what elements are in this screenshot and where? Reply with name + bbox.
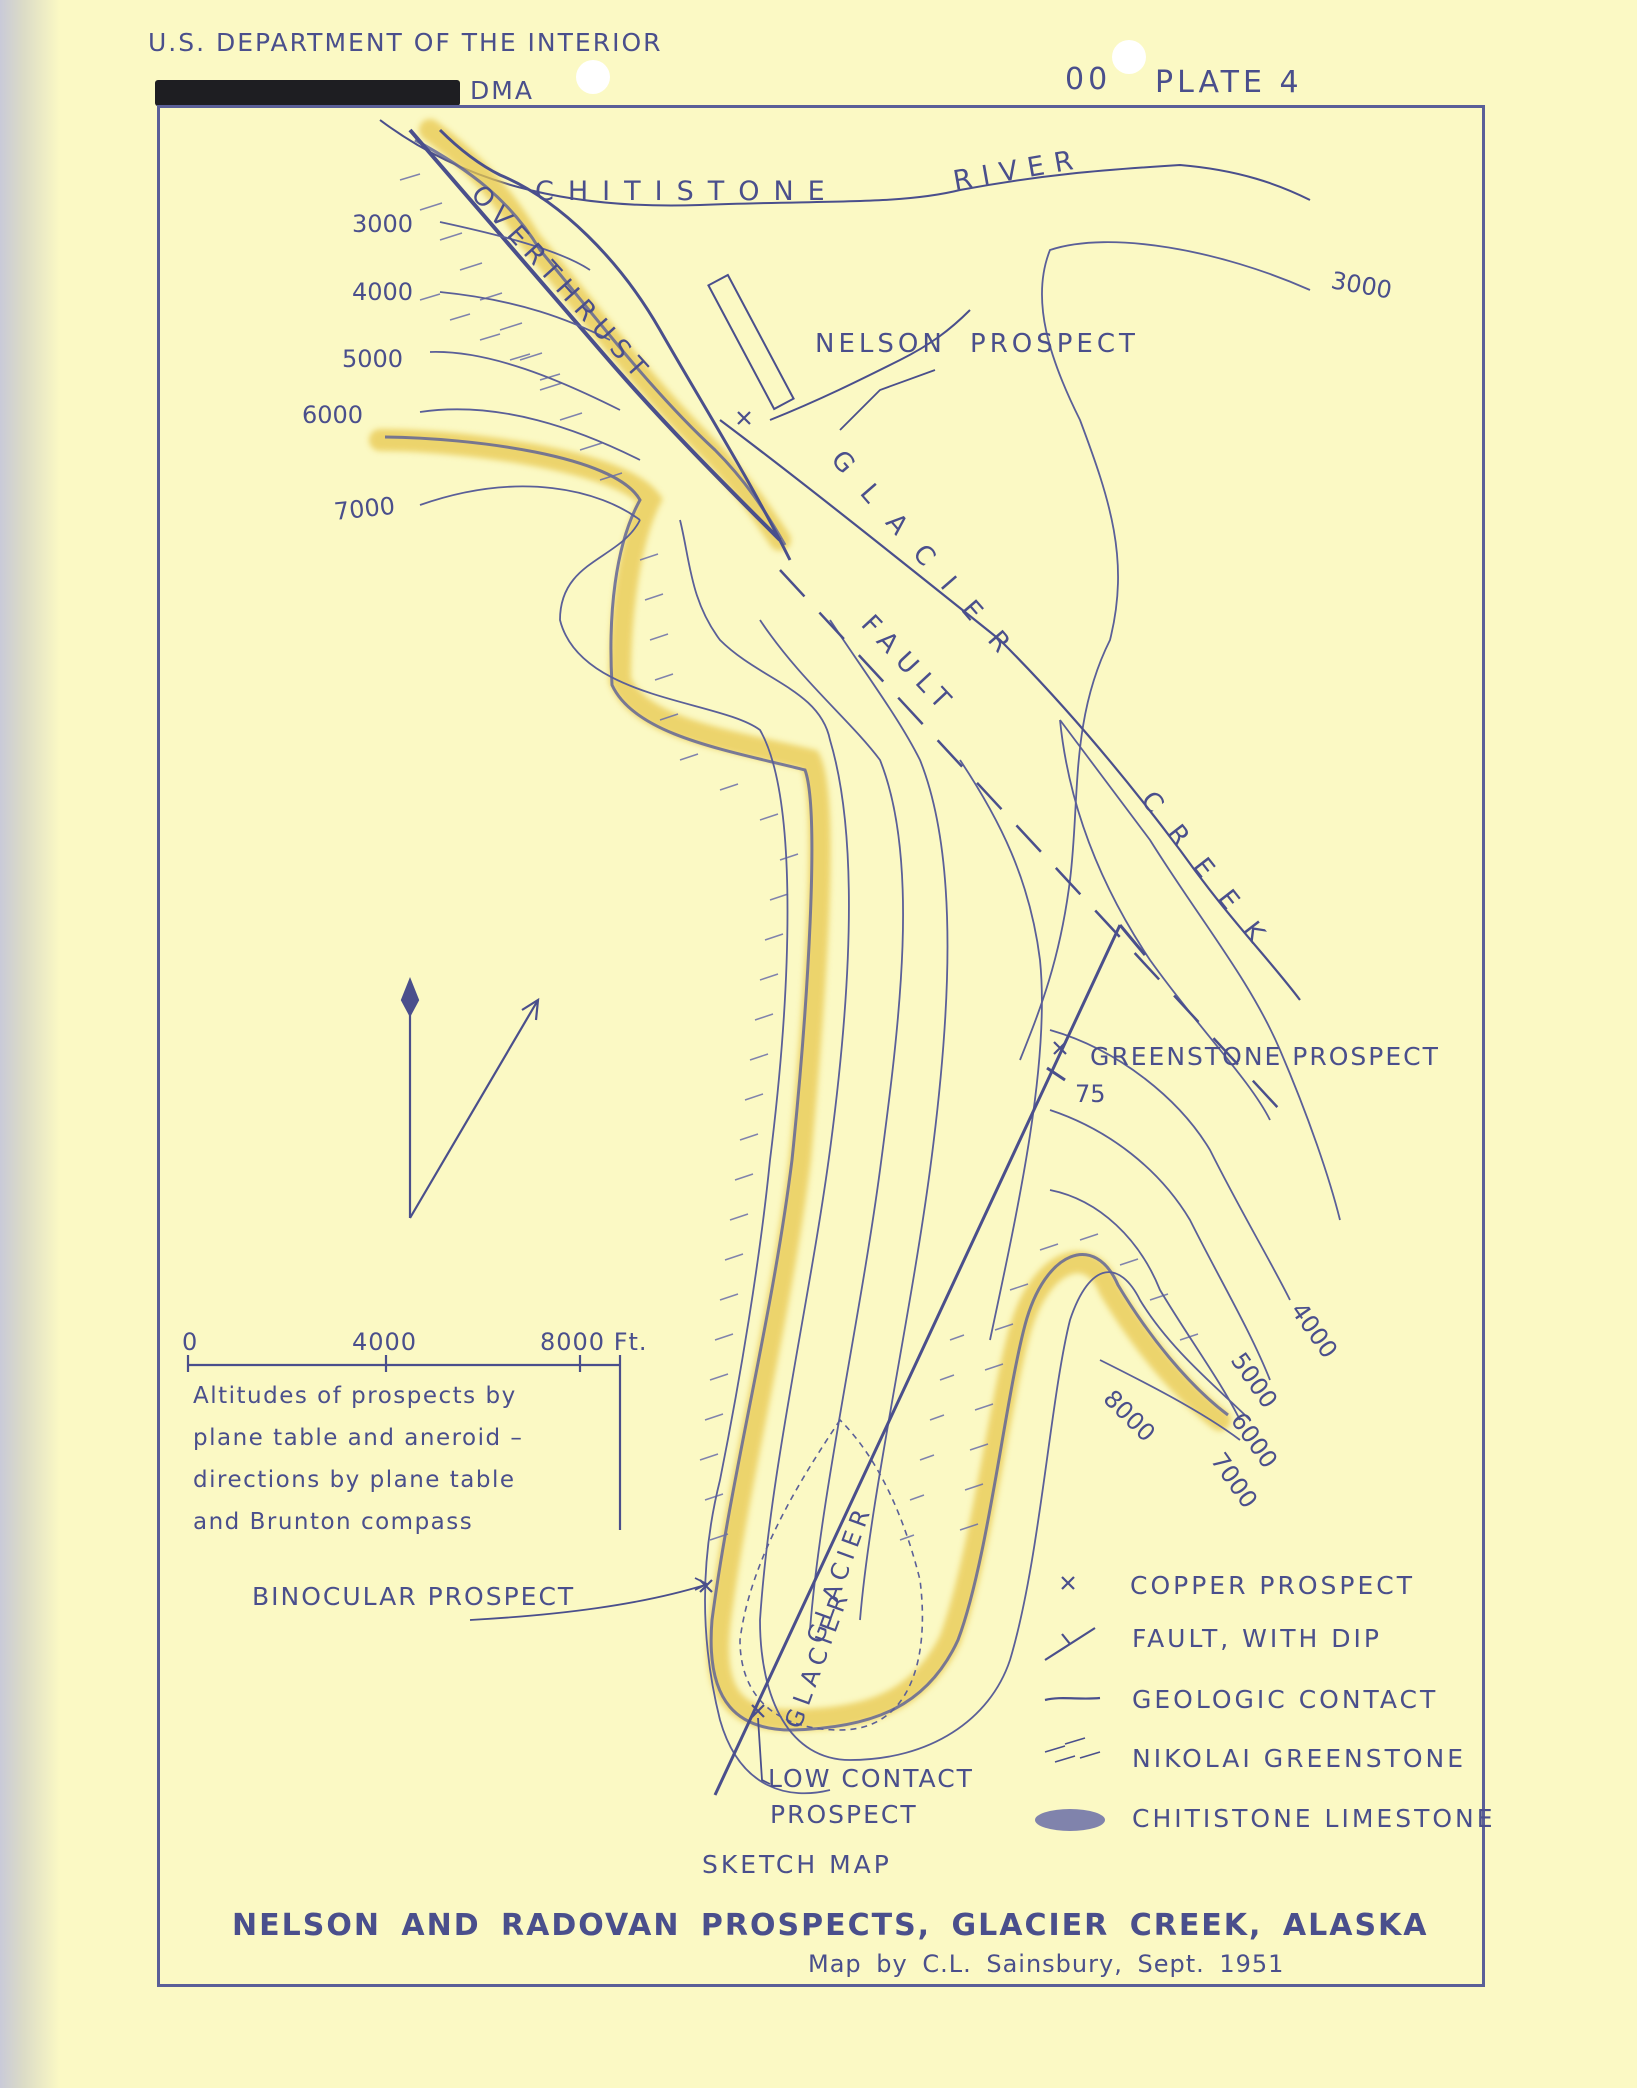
- label-nelson-prospect: NELSON PROSPECT: [815, 329, 1139, 359]
- binocular-arrowhead: [694, 1577, 710, 1591]
- overthrust-ridge: [438, 128, 792, 561]
- main-fault-with-dip: [713, 924, 1147, 1796]
- map-credit: Map by C.L. Sainsbury, Sept. 1951: [808, 1950, 1284, 1978]
- nelson-prospect-adit: [707, 273, 795, 411]
- note-line-4: and Brunton compass: [193, 1509, 474, 1535]
- note-line-3: directions by plane table: [193, 1467, 516, 1493]
- nikolai-greenstone-hachures: [399, 173, 1199, 1541]
- nelson-prospect-leader: [839, 369, 936, 431]
- label-low-contact: LOW CONTACT: [768, 1764, 974, 1793]
- label-dip-75: 75: [1075, 1080, 1106, 1108]
- legend-label-greenstone: NIKOLAI GREENSTONE: [1132, 1744, 1466, 1773]
- plate-label: PLATE 4: [1155, 65, 1303, 100]
- legend-limestone-icon: [1035, 1809, 1105, 1831]
- dma-label: DMA: [470, 76, 534, 105]
- scale-bar: [186, 1355, 622, 1530]
- label-river: RIVER: [951, 144, 1085, 197]
- contour-lines: [419, 221, 1341, 1795]
- copper-prospect-marks: [699, 411, 1067, 1718]
- contour-label-3000-right: 3000: [1329, 266, 1394, 304]
- contour-label-6000-left: 6000: [302, 401, 363, 429]
- contour-label-4000-left: 4000: [352, 278, 413, 306]
- glacier-creek: [719, 419, 1301, 1001]
- punch-hole-right: [1112, 40, 1146, 74]
- plate-prefix: 00: [1065, 62, 1112, 97]
- legend-symbols: [1044, 1576, 1101, 1763]
- note-line-1: Altitudes of prospects by: [193, 1383, 517, 1409]
- scan-edge-shadow: [0, 0, 60, 2088]
- legend-copper-prospect-icon: [1061, 1576, 1075, 1590]
- agency-header: U.S. DEPARTMENT OF THE INTERIOR: [148, 28, 663, 57]
- legend-fault-icon: [1044, 1627, 1096, 1661]
- label-chitistone: CHITISTONE: [535, 176, 839, 207]
- legend-label-fault: FAULT, WITH DIP: [1132, 1624, 1382, 1653]
- binocular-leader: [469, 1584, 706, 1621]
- magnetic-north-head: [521, 997, 540, 1021]
- magnetic-north-line: [409, 999, 539, 1219]
- scale-label-0: 0: [182, 1328, 197, 1356]
- contour-label-5000-left: 5000: [342, 345, 403, 373]
- label-sketch-map: SKETCH MAP: [702, 1850, 892, 1879]
- chitistone-river: [379, 119, 1311, 207]
- true-north-head: [400, 977, 420, 1018]
- scale-label-4000: 4000: [352, 1328, 417, 1356]
- label-glacier-creek-2: CREEK: [1134, 786, 1285, 967]
- label-greenstone-prospect: GREENSTONE PROSPECT: [1090, 1042, 1440, 1071]
- nelson-x-mark: [737, 411, 751, 425]
- scale-label-8000: 8000 Ft.: [540, 1328, 648, 1356]
- map-frame: [157, 105, 1485, 1987]
- limestone-outline: [384, 138, 1229, 1732]
- legend-label-limestone: CHITISTONE LIMESTONE: [1132, 1804, 1496, 1833]
- label-glacier-creek-1: GLACIER: [825, 445, 1032, 677]
- contour-label-7000-left: 7000: [333, 492, 397, 526]
- glacier-fault-dashed: [779, 569, 1281, 1111]
- overthrust-fault: [408, 128, 782, 542]
- label-binocular-prospect: BINOCULAR PROSPECT: [252, 1582, 575, 1611]
- note-line-2: plane table and aneroid –: [193, 1425, 524, 1451]
- low-contact-x-mark: [751, 1704, 765, 1718]
- north-arrow: [400, 977, 540, 1219]
- redaction-bar: [155, 80, 460, 106]
- label-low-contact-prospect: PROSPECT: [770, 1800, 918, 1829]
- contour-label-4000-right: 4000: [1285, 1297, 1343, 1363]
- low-contact-leader: [757, 1717, 771, 1785]
- glacier-outline: [739, 1418, 924, 1731]
- contour-label-8000-right: 8000: [1098, 1384, 1161, 1447]
- legend-label-copper: COPPER PROSPECT: [1130, 1571, 1415, 1600]
- label-fault: FAULT: [855, 609, 963, 722]
- methods-note: Altitudes of prospects by plane table an…: [193, 1375, 613, 1543]
- contour-label-3000-left: 3000: [352, 210, 413, 238]
- legend-contact-icon: [1044, 1696, 1101, 1702]
- chitistone-limestone-band: [369, 119, 1231, 1732]
- legend-label-contact: GEOLOGIC CONTACT: [1132, 1685, 1438, 1714]
- map-title: NELSON AND RADOVAN PROSPECTS, GLACIER CR…: [232, 1908, 1429, 1943]
- punch-hole-left: [576, 60, 610, 94]
- legend-greenstone-icon: [1044, 1737, 1101, 1763]
- greenstone-x-mark: [1053, 1041, 1067, 1055]
- nelson-creek-branch: [769, 309, 971, 421]
